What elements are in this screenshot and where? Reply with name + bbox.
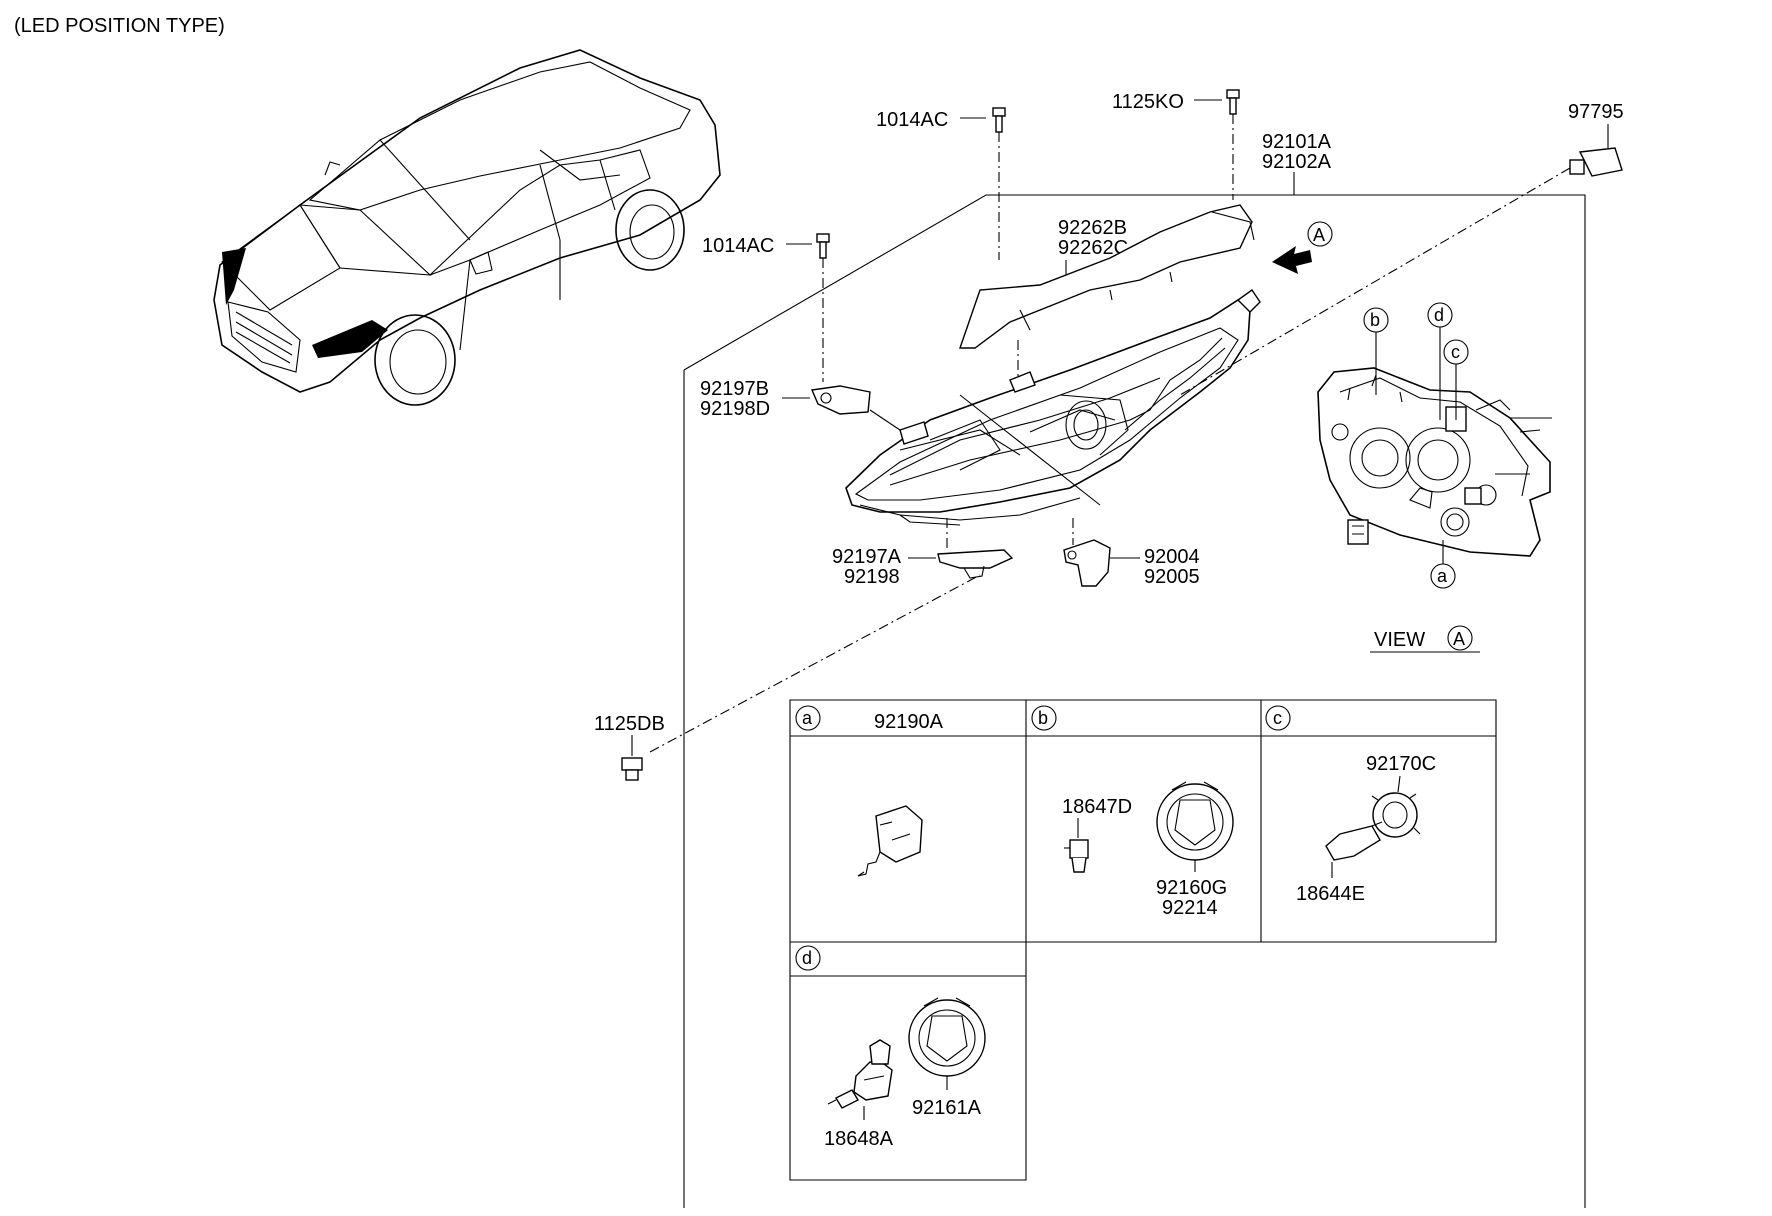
- detail-box-d: d 92161A 18648A: [795, 945, 986, 1150]
- callout-1014ac-top: 1014AC: [876, 109, 948, 131]
- svg-text:c: c: [1273, 708, 1282, 728]
- bracket-92004-icon: [1063, 539, 1111, 587]
- callout-92198: 92198: [844, 566, 900, 588]
- part-92161a: 92161A: [912, 1097, 982, 1119]
- bracket-92197a-icon: [937, 549, 1014, 579]
- view-direction-arrow: A: [1272, 221, 1333, 274]
- svg-text:b: b: [1370, 310, 1380, 330]
- svg-text:A: A: [1453, 629, 1465, 649]
- part-92170c: 92170C: [1366, 753, 1436, 775]
- bracket-92262-icon: [959, 204, 1255, 349]
- connector-97795-icon: [1569, 147, 1623, 177]
- part-18644e: 18644E: [1296, 883, 1365, 905]
- bulb-18647d-icon: [1064, 839, 1089, 873]
- svg-text:a: a: [1437, 566, 1448, 586]
- part-92214: 92214: [1162, 897, 1218, 919]
- callout-92004: 92004: [1144, 546, 1200, 568]
- bolt-1014ac-left-icon: [816, 233, 830, 259]
- detail-box-a: a 92190A: [795, 705, 944, 877]
- view-marker-c: c: [1443, 339, 1469, 420]
- svg-text:d: d: [1434, 305, 1444, 325]
- detail-box-c: c 92170C 18644E: [1265, 705, 1436, 905]
- svg-text:a: a: [802, 708, 813, 728]
- callout-92005: 92005: [1144, 566, 1200, 588]
- detail-box-b: b 18647D 92160G 92214: [1031, 705, 1234, 919]
- bolt-1125db-icon: [621, 757, 643, 781]
- view-a-label: VIEW A: [1370, 625, 1480, 653]
- detail-table: [789, 699, 1497, 1181]
- svg-text:d: d: [802, 948, 812, 968]
- diagram-title: (LED POSITION TYPE): [14, 15, 225, 37]
- callout-1125ko: 1125KO: [1112, 91, 1184, 113]
- callout-97795: 97795: [1568, 101, 1624, 123]
- dust-cap-92161a-icon: [908, 997, 986, 1077]
- callout-1014ac-left: 1014AC: [702, 235, 774, 257]
- bulb-18644e-icon: [1325, 821, 1383, 861]
- car-illustration: [213, 49, 721, 406]
- callout-92197b: 92197B: [700, 378, 769, 400]
- bolt-1014ac-top-icon: [992, 107, 1006, 133]
- view-marker-d: d: [1427, 302, 1453, 420]
- leveling-actuator-icon: [857, 805, 923, 877]
- callout-92101a: 92101A: [1262, 131, 1332, 153]
- headlamp-assembly: [845, 289, 1261, 526]
- callout-1125db: 1125DB: [594, 713, 665, 735]
- arrow-ref-letter: A: [1313, 225, 1325, 245]
- bolt-1125ko-icon: [1226, 89, 1240, 115]
- callout-92102a: 92102A: [1262, 151, 1332, 173]
- callout-92262b: 92262B: [1058, 217, 1127, 239]
- dust-cap-92160g-icon: [1156, 781, 1234, 861]
- part-92190a: 92190A: [874, 711, 944, 733]
- svg-text:c: c: [1451, 342, 1460, 362]
- bracket-92197b-icon: [810, 385, 871, 415]
- svg-text:VIEW: VIEW: [1374, 629, 1425, 651]
- part-18648a: 18648A: [824, 1128, 894, 1150]
- callout-92262c: 92262C: [1058, 237, 1128, 259]
- view-marker-b: b: [1363, 307, 1389, 395]
- callout-92198d: 92198D: [700, 398, 770, 420]
- rear-view-a: [1317, 367, 1552, 557]
- bulb-18648a-icon: [827, 1039, 893, 1109]
- socket-92170c-icon: [1371, 792, 1421, 838]
- callout-92197a: 92197A: [832, 546, 902, 568]
- svg-text:b: b: [1038, 708, 1048, 728]
- part-92160g: 92160G: [1156, 877, 1227, 899]
- part-18647d: 18647D: [1062, 796, 1132, 818]
- view-marker-a: a: [1430, 540, 1456, 589]
- assembly-frame: [683, 194, 1586, 1208]
